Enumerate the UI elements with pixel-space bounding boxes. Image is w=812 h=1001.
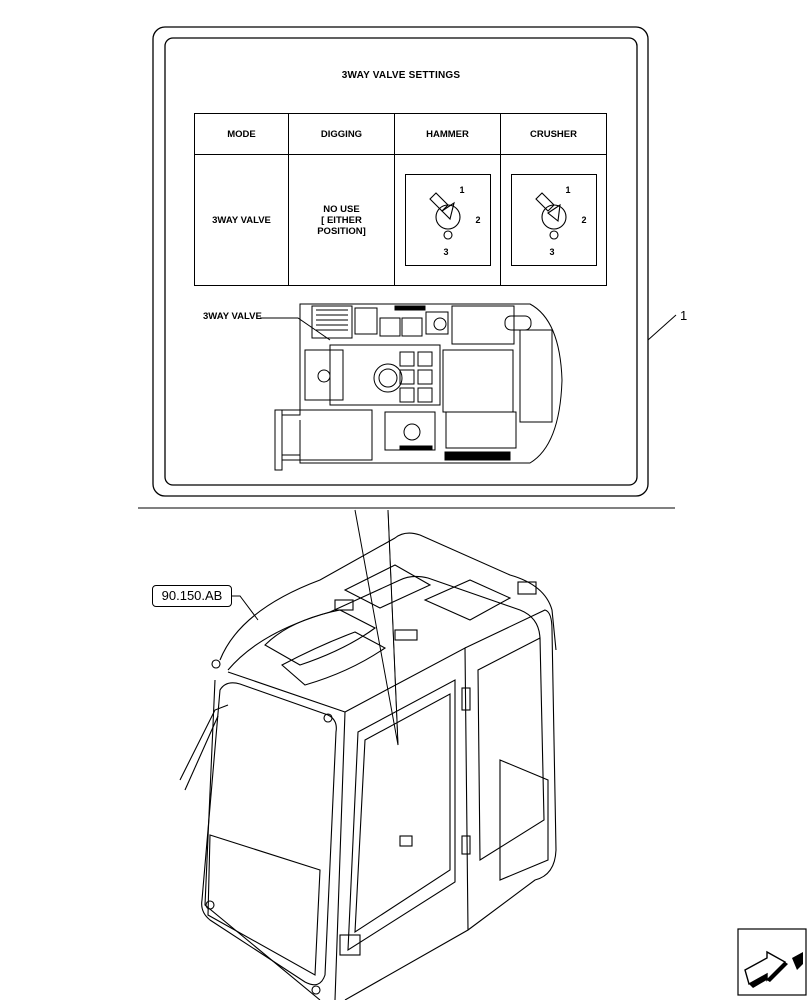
minimap-label: 3WAY VALVE <box>203 311 262 322</box>
crusher-port-3: 3 <box>549 247 555 257</box>
header-hammer: HAMMER <box>394 113 501 155</box>
digging-line-1: NO USE <box>323 203 360 215</box>
crusher-port-2: 2 <box>581 215 587 225</box>
decal-title: 3WAY VALVE SETTINGS <box>341 70 461 81</box>
next-page-arrow-icon[interactable] <box>737 928 807 996</box>
item-leader-line <box>647 314 677 341</box>
row-label-3way-valve: 3WAY VALVE <box>194 154 289 286</box>
header-digging: DIGGING <box>288 113 395 155</box>
decal-outer-frame <box>152 26 649 497</box>
decal-pointer <box>354 509 399 746</box>
header-mode: MODE <box>194 113 289 155</box>
hammer-port-1: 1 <box>459 185 465 195</box>
hammer-cell: 1 2 3 <box>394 154 501 286</box>
hammer-port-2: 2 <box>475 215 481 225</box>
crusher-valve-diagram: 1 2 3 <box>510 174 597 266</box>
machine-top-view <box>274 303 563 471</box>
crusher-port-1: 1 <box>565 185 571 195</box>
digging-cell: NO USE [ EITHER POSITION] <box>288 154 395 286</box>
minimap-label-leader <box>260 317 331 341</box>
digging-line-2: [ EITHER <box>321 214 362 226</box>
hammer-port-3: 3 <box>443 247 449 257</box>
decal-inner-frame <box>164 37 638 486</box>
reference-leader <box>230 595 259 621</box>
item-number-callout: 1 <box>680 308 688 323</box>
valve-settings-table: MODE DIGGING HAMMER CRUSHER 3WAY VALVE N… <box>194 113 607 286</box>
reference-link[interactable]: 90.150.AB <box>152 585 232 607</box>
crusher-cell: 1 2 3 <box>500 154 607 286</box>
header-crusher: CRUSHER <box>500 113 607 155</box>
operator-cab <box>179 532 557 1000</box>
hammer-valve-diagram: 1 2 3 <box>404 174 491 266</box>
digging-line-3: POSITION] <box>317 225 366 237</box>
